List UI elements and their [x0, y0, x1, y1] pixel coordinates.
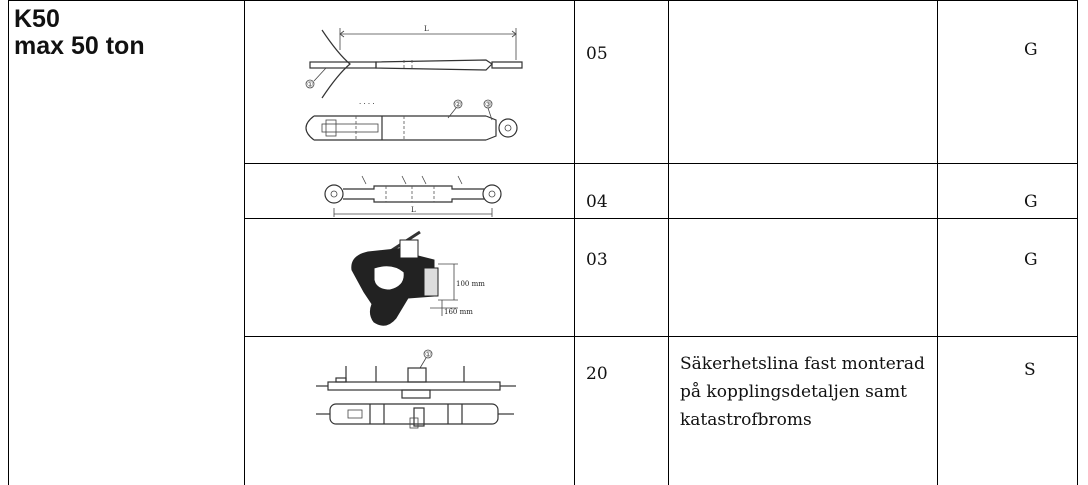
callout-3: ③ — [485, 101, 491, 109]
category-code: K50 — [14, 5, 60, 33]
callout-1: ① — [307, 81, 313, 89]
row-2-grade: G — [1024, 192, 1038, 212]
drawbar-with-eye-diagram: L ① · · · · ② ③ — [305, 25, 523, 141]
callout-beam-1: ① — [425, 351, 431, 359]
dimension-label-l: L — [424, 25, 429, 33]
svg-text:· · · ·: · · · · — [359, 100, 375, 108]
row-1-grade: G — [1024, 40, 1038, 60]
column-divider-2 — [574, 0, 575, 485]
row-4-code: 20 — [586, 364, 608, 384]
row-2-code: 04 — [586, 192, 608, 212]
category-cell: K50 max 50 ton — [14, 6, 145, 60]
row-divider-3 — [244, 336, 1078, 337]
table-border-right — [1077, 0, 1078, 485]
row-4-grade: S — [1024, 360, 1036, 380]
double-eye-drawbar-diagram: L — [324, 175, 502, 217]
callout-2: ② — [455, 101, 461, 109]
table-border-top — [8, 0, 1078, 1]
row-divider-2 — [244, 218, 1078, 219]
column-divider-1 — [244, 0, 245, 485]
row-3-code: 03 — [586, 250, 608, 270]
row-4-description: Säkerhetslina fast monterad på kopplings… — [680, 354, 925, 430]
row-1-code: 05 — [586, 44, 608, 64]
column-divider-4 — [937, 0, 938, 485]
dimension-label-100mm: 100 mm — [456, 280, 485, 288]
coupling-hook-diagram: 100 mm 160 mm — [351, 230, 485, 326]
category-capacity: max 50 ton — [14, 32, 145, 60]
table-border-left — [8, 0, 9, 485]
dimension-label-l-2: L — [411, 206, 416, 214]
row-divider-1 — [244, 163, 1078, 164]
column-divider-3 — [668, 0, 669, 485]
row-3-grade: G — [1024, 250, 1038, 270]
dimension-label-160mm: 160 mm — [444, 308, 473, 316]
coupling-beam-diagram: ① — [316, 349, 516, 429]
